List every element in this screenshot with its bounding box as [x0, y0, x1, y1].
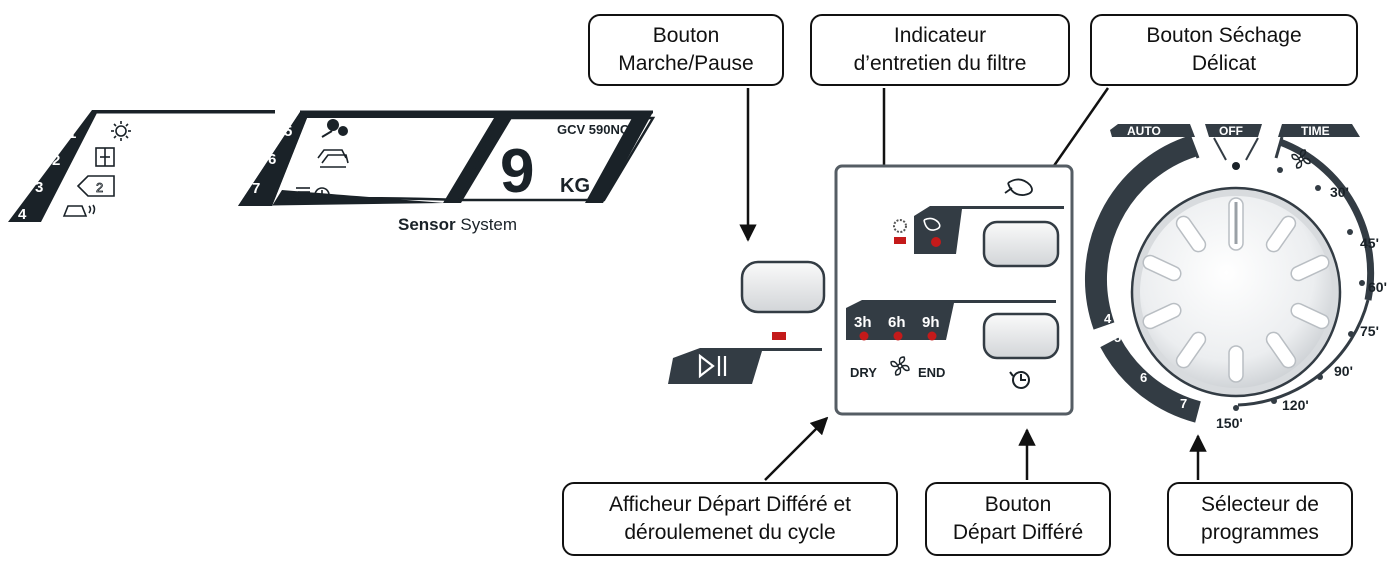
iron-tag-icon: 2: [76, 175, 115, 197]
time-dots: [1233, 167, 1365, 411]
shirts-icon: [317, 149, 349, 168]
filter-led: [894, 237, 906, 244]
wool-ball-icon: [321, 119, 348, 138]
cupboard-icon: [95, 147, 115, 167]
program-selector: AUTO OFF TIME 1 2 3 4 5: [1084, 124, 1387, 431]
program-number: 5: [284, 123, 292, 140]
play-pause-icon: [698, 353, 727, 379]
dial-time-label: 60': [1368, 279, 1387, 295]
delicate-dry-icon: [1004, 178, 1033, 196]
dial-time-label: 45': [1360, 235, 1379, 251]
delay-clock-icon: [1009, 371, 1030, 389]
delay-6h-label: 6h: [888, 314, 906, 331]
delicate-dry-button[interactable]: [982, 220, 1060, 268]
fan-icon: [890, 356, 910, 376]
delay-display-panel: 3h 6h 9h DRY END: [834, 164, 1074, 416]
delay-start-button[interactable]: [982, 312, 1060, 360]
dial-program-number: 3: [1116, 234, 1123, 249]
dial-program-number: 5: [1114, 330, 1121, 345]
program-number: 2: [52, 152, 60, 169]
model-number: GCV 590NC: [557, 122, 630, 137]
program-number: 7: [252, 180, 260, 197]
program-number: 3: [35, 179, 43, 196]
off-position-dot: [1232, 162, 1240, 170]
start-pause-control: [668, 260, 826, 384]
program-panel-5-7: 5 6 7 40° GCV 590NC 9 KG Sensor System: [238, 110, 656, 234]
dial-fan-icon: [1291, 149, 1311, 169]
quick-wash-timer-icon: [296, 187, 330, 203]
dial-program-number: 1: [1180, 167, 1187, 182]
dial-time-label: 120': [1282, 397, 1309, 413]
dial-time-label: 90': [1334, 363, 1353, 379]
dial-program-number: 7: [1180, 396, 1187, 411]
delay-3h-led: [859, 331, 869, 341]
delay-3h-label: 3h: [854, 314, 872, 331]
brand-logo: Sensor System: [398, 215, 517, 234]
ironing-icon: [62, 204, 96, 217]
status-dry-label: DRY: [850, 365, 877, 380]
status-end-label: END: [918, 365, 945, 380]
delay-6h-led: [893, 331, 903, 341]
program-selector-knob[interactable]: [1130, 186, 1342, 398]
delay-9h-led: [927, 331, 937, 341]
dial-auto-label: AUTO: [1127, 124, 1161, 138]
svg-text:2: 2: [96, 180, 103, 195]
delay-9h-label: 9h: [922, 314, 940, 331]
capacity-number: 9: [500, 137, 534, 206]
dial-program-number: 4: [1104, 311, 1112, 326]
dial-time-label: 150': [1216, 415, 1243, 431]
delicate-led: [931, 237, 941, 247]
start-pause-button[interactable]: [740, 260, 826, 314]
sun-icon: [111, 121, 131, 141]
dial-time-label: TIME: [1301, 124, 1330, 138]
dial-off-label: OFF: [1219, 124, 1243, 138]
arrow-display: [764, 416, 829, 481]
program-panel-1-4: 1 2 3 4 2: [8, 110, 275, 223]
program-number: 1: [68, 125, 76, 142]
dial-program-number: 6: [1140, 370, 1147, 385]
delicate-dry-icon-small: [923, 217, 941, 231]
dial-time-label: 30': [1330, 184, 1349, 200]
filter-icon: [893, 219, 907, 233]
program-number: 4: [18, 206, 27, 223]
temperature-label: 40°: [284, 194, 302, 208]
start-pause-led: [772, 332, 786, 340]
program-number: 6: [268, 151, 276, 168]
capacity-unit: KG: [560, 175, 590, 197]
dial-time-label: 75': [1360, 323, 1379, 339]
dial-program-number: 2: [1142, 194, 1149, 209]
